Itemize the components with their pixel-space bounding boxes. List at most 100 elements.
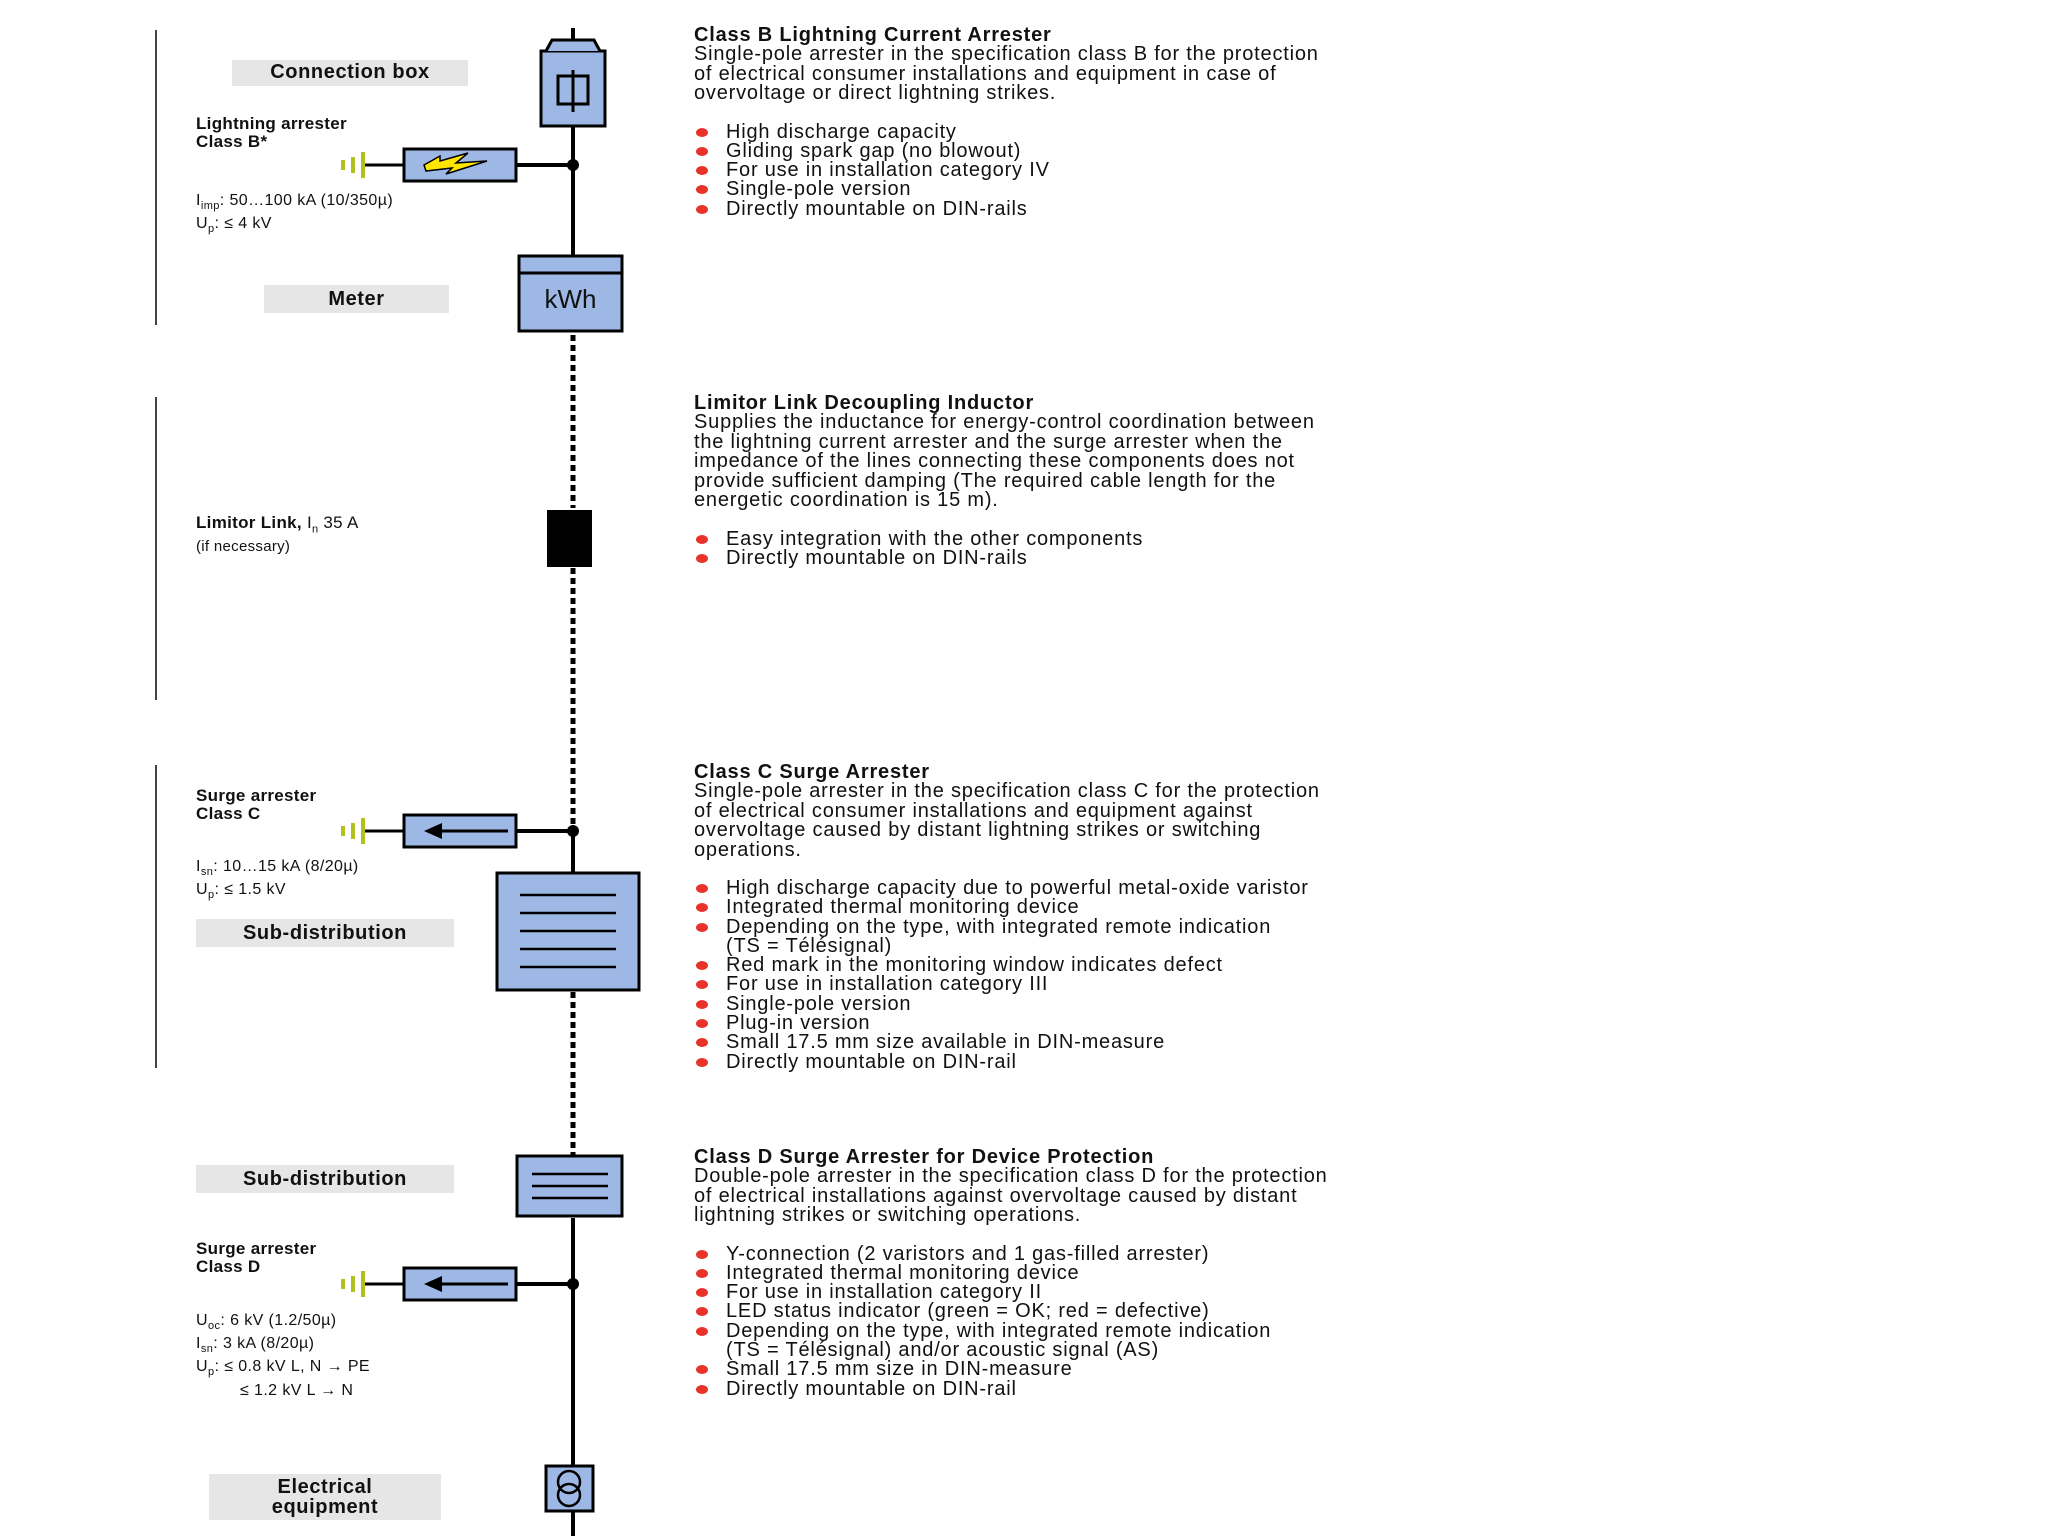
list-item: Directly mountable on DIN-rail [694, 1377, 1634, 1400]
spec-value: : ≤ 0.8 kV L, N → PE [214, 1358, 370, 1376]
spec-symbol: U [196, 215, 208, 233]
list-item: Gliding spark gap (no blowout) [694, 141, 1634, 161]
list-item: Y-connection (2 varistors and 1 gas-fill… [694, 1242, 1634, 1265]
spec-subscript: sn [200, 1343, 214, 1356]
list-item-text: Integrated thermal monitoring device [726, 896, 1080, 919]
electrical-equipment-label: Electrical equipment [209, 1474, 441, 1520]
lightning-arrester-class: Class B* [196, 132, 268, 151]
list-item-text: High discharge capacity [726, 120, 957, 143]
bullet-icon [696, 961, 708, 971]
list-item-text: Depending on the type, with integrated r… [726, 915, 1272, 957]
list-item-text: Single-pole version [726, 178, 912, 201]
list-item-text: Directly mountable on DIN-rails [726, 197, 1028, 220]
bullet-icon [696, 127, 708, 137]
list-item: LED status indicator (green = OK; red = … [694, 1300, 1634, 1323]
list-item: Directly mountable on DIN-rail [694, 1050, 1634, 1073]
limitor-link-subscript: n [311, 523, 319, 536]
surge-arrester-c-title: Surge arrester [196, 786, 317, 805]
list-item: Single-pole version [694, 178, 1634, 201]
list-item-text: Y-connection (2 varistors and 1 gas-fill… [726, 1242, 1210, 1265]
list-item-text: LED status indicator (green = OK; red = … [726, 1300, 1210, 1323]
transformer-icon [544, 1464, 595, 1513]
list-item: Plug-in version [694, 1012, 1634, 1035]
bullet-icon [696, 999, 708, 1009]
list-item-text: Directly mountable on DIN-rail [726, 1050, 1017, 1073]
description-line: overvoltage caused by distant lightning … [694, 819, 1262, 841]
list-item: Integrated thermal monitoring device [694, 896, 1634, 919]
list-item-text: Red mark in the monitoring window indica… [726, 954, 1223, 977]
sub-distribution-panel-small [515, 1154, 624, 1218]
list-item-text: Directly mountable on DIN-rail [726, 1377, 1017, 1400]
list-item: Depending on the type, with integrated r… [694, 1321, 1634, 1361]
section-title: Limitor Link Decoupling Inductor [694, 392, 1035, 414]
surge-arrester-d-title: Surge arrester [196, 1239, 317, 1258]
bullet-icon [696, 1365, 708, 1375]
connection-box-label: Connection box [232, 60, 468, 86]
spec-subscript: p [207, 889, 215, 902]
spec-symbol: I [196, 1335, 201, 1353]
limitor-link-note: (if necessary) [196, 538, 291, 556]
arrow-icon [424, 823, 508, 839]
list-item: Depending on the type, with integrated r… [694, 915, 1634, 957]
feature-list: High discharge capacity due to powerful … [694, 877, 1634, 1073]
spec-subscript: imp [200, 200, 220, 213]
list-item-text: Plug-in version [726, 1012, 871, 1035]
surge-arrester-c-specs: Isn: 10…15 kA (8/20µ) Up: ≤ 1.5 kV [196, 858, 359, 904]
spec-symbol: I [196, 858, 201, 875]
bullet-icon [696, 166, 708, 176]
lightning-arrester-label: Lightning arrester Class B* [196, 115, 347, 151]
section-class-b: Class B Lightning Current Arrester Singl… [694, 25, 1634, 219]
spec-value: : 10…15 kA (8/20µ) [213, 858, 359, 875]
list-item-text: Easy integration with the other componen… [726, 527, 1144, 550]
spec-subscript: oc [207, 1320, 221, 1333]
list-item: Directly mountable on DIN-rails [694, 548, 1634, 568]
surge-arrester-d [341, 1266, 579, 1302]
bullet-icon [696, 903, 708, 913]
list-item-text: For use in installation category III [726, 973, 1049, 996]
section-description: Double-pole arrester in the specificatio… [694, 1166, 1634, 1226]
spec-symbol: U [196, 1312, 208, 1329]
list-item: Easy integration with the other componen… [694, 527, 1634, 550]
meter-label: Meter [264, 285, 449, 313]
surge-arrester-d-specs: Uoc: 6 kV (1.2/50µ) Isn: 3 kA (8/20µ) Up… [196, 1312, 370, 1399]
section-limitor-link: Limitor Link Decoupling Inductor Supplie… [694, 393, 1634, 568]
spec-value: : 6 kV (1.2/50µ) [220, 1312, 337, 1329]
lightning-arrester-b [341, 147, 579, 183]
lightning-arrester-title: Lightning arrester [196, 114, 347, 133]
spec-subscript: p [207, 223, 215, 236]
bullet-icon [696, 1019, 708, 1029]
description-line: provide sufficient damping (The required… [694, 469, 1277, 492]
section-description: Single-pole arrester in the specificatio… [694, 780, 1634, 860]
list-item: For use in installation category IV [694, 159, 1634, 182]
limitor-link-symbol: I [306, 513, 312, 532]
ground-icon [341, 152, 365, 178]
bullet-icon [696, 1268, 708, 1278]
spec-symbol: I [196, 192, 201, 209]
section-title: Class B Lightning Current Arrester [694, 24, 1052, 46]
bullet-icon [696, 204, 708, 214]
list-item: Directly mountable on DIN-rails [694, 197, 1634, 220]
list-item-text: For use in installation category IV [726, 159, 1050, 182]
description-line: of electrical installations against over… [694, 1184, 1298, 1207]
bullet-icon [696, 1249, 708, 1259]
spec-value: : 3 kA (8/20µ) [213, 1335, 315, 1353]
bullet-icon [696, 1288, 708, 1298]
bullet-icon [696, 980, 708, 990]
surge-arrester-c-label: Surge arrester Class C [196, 787, 316, 823]
section-description: Single-pole arrester in the specificatio… [694, 44, 1634, 104]
spec-value: ≤ 1.2 kV L → N [240, 1381, 354, 1399]
list-item: For use in installation category II [694, 1281, 1634, 1304]
list-item: Small 17.5 mm size in DIN-measure [694, 1359, 1634, 1379]
surge-arrester-c [341, 813, 579, 849]
description-line: lightning strikes or switching operation… [694, 1204, 1082, 1226]
description-line: Single-pole arrester in the specificatio… [694, 780, 1320, 802]
list-item: High discharge capacity due to powerful … [694, 877, 1634, 899]
limitor-link-block [547, 510, 592, 567]
limitor-link-value: 35 A [318, 513, 359, 532]
list-item-text: For use in installation category II [726, 1281, 1042, 1304]
feature-list: Y-connection (2 varistors and 1 gas-fill… [694, 1242, 1634, 1400]
spec-symbol: U [196, 1358, 208, 1376]
list-item-text: High discharge capacity due to powerful … [726, 877, 1309, 899]
lightning-arrester-specs: Iimp: 50…100 kA (10/350µ) Up: ≤ 4 kV [196, 192, 393, 238]
